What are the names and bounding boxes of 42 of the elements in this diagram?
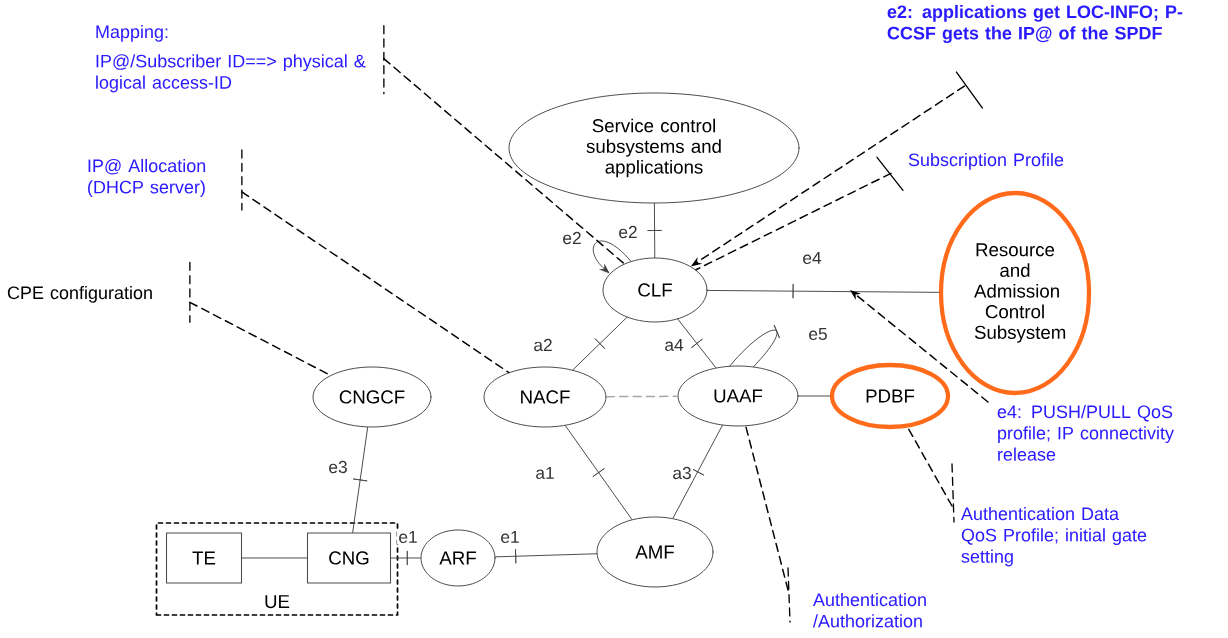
connector-line [605, 395, 679, 398]
connector-line [564, 425, 633, 520]
leader-line [189, 301, 331, 377]
annotation-text: IP@ Allocation (DHCP server) [88, 158, 206, 198]
leader-line [695, 172, 892, 271]
leader-line [383, 57, 625, 265]
connector-line [798, 395, 831, 397]
edge-label: e3 [327, 459, 349, 475]
equipment-box: TE [165, 532, 243, 584]
connector-line [647, 203, 662, 258]
edge-label: e1 [397, 529, 419, 545]
connector-line [677, 318, 717, 369]
connector-line [241, 557, 308, 559]
edge-label: a3 [671, 465, 693, 481]
edge-label: e5 [807, 326, 829, 342]
annotation-text: Subscription Profile [908, 152, 1064, 170]
annotation-text: Authentication /Authorization [812, 592, 926, 628]
edge-label: a2 [532, 337, 554, 353]
edge-label: a4 [663, 337, 685, 353]
edge-label: a1 [534, 465, 556, 481]
connector-line [494, 549, 598, 564]
leader-line [241, 191, 510, 374]
arrow [592, 240, 632, 274]
leader-line [907, 426, 953, 507]
equipment-box: CNG [306, 532, 392, 584]
connector-line [707, 284, 940, 299]
edge-label: e4 [801, 250, 823, 266]
connector-line [572, 316, 628, 371]
leader-line [745, 425, 789, 591]
annotation-text: CPE configuration [7, 285, 152, 303]
annotation-text: Authentication Data QoS Profile; initial gate setting [961, 506, 1147, 567]
connector-line [352, 426, 369, 533]
connector-line [390, 550, 421, 566]
edge-label: e2 [617, 224, 639, 240]
edge-label: e2 [561, 230, 583, 246]
edge-label: e1 [499, 529, 521, 545]
annotation-text: e2: applications get LOC-INFO; P-CCSF gets the IP@ of the SPDF [887, 4, 1183, 44]
annotation-text: Mapping: IP@/Subscriber ID==> physical & logical access-ID [96, 24, 366, 93]
connector-line [729, 325, 780, 368]
annotation-text: e4: PUSH/PULL QoS profile; IP connectivity release [997, 404, 1174, 461]
connector-line [672, 424, 723, 519]
leader-arrow [850, 290, 989, 403]
